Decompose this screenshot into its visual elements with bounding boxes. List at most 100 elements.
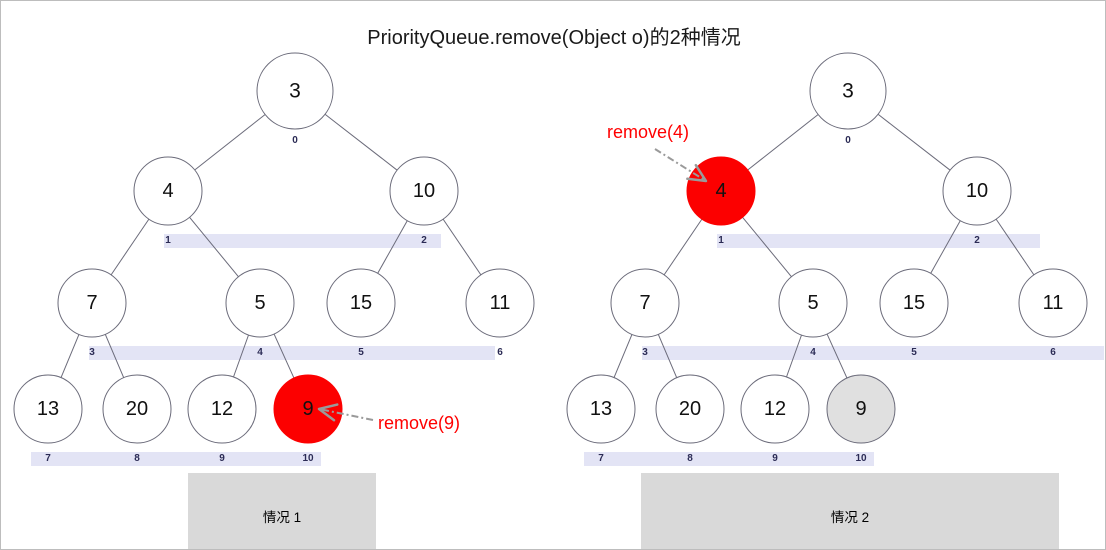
tree-edge xyxy=(273,333,295,379)
tree-node[interactable]: 12 xyxy=(187,374,257,444)
node-value: 13 xyxy=(590,398,612,420)
node-value: 10 xyxy=(413,180,435,202)
node-circle xyxy=(826,374,896,444)
node-value: 3 xyxy=(289,80,301,103)
tree-node[interactable]: 20 xyxy=(655,374,725,444)
node-index-label: 4 xyxy=(810,347,816,358)
node-index-label: 0 xyxy=(292,135,298,146)
node-index-label: 8 xyxy=(134,453,140,464)
tree-node[interactable]: 3 xyxy=(809,52,887,130)
node-index-label: 6 xyxy=(1050,347,1056,358)
index-band xyxy=(89,346,495,360)
node-circle xyxy=(13,374,83,444)
remove-annotation-label: remove(4) xyxy=(607,122,689,142)
node-value: 9 xyxy=(855,398,866,420)
tree-node[interactable]: 11 xyxy=(465,268,535,338)
node-value: 4 xyxy=(162,180,173,202)
node-index-label: 2 xyxy=(974,235,980,246)
tree-edge xyxy=(826,333,848,379)
node-value: 5 xyxy=(807,292,818,314)
node-circle xyxy=(879,268,949,338)
node-index-label: 2 xyxy=(421,235,427,246)
node-value: 11 xyxy=(1043,292,1064,314)
tree-node[interactable]: 3 xyxy=(256,52,334,130)
node-value: 5 xyxy=(254,292,265,314)
tree-edge xyxy=(377,220,408,274)
node-index-label: 5 xyxy=(911,347,917,358)
node-circle xyxy=(326,268,396,338)
node-index-label: 10 xyxy=(302,453,314,464)
tree-node[interactable]: 4 xyxy=(133,156,203,226)
index-band xyxy=(164,234,441,248)
tree-edge xyxy=(995,218,1035,276)
node-value: 15 xyxy=(903,292,925,314)
tree-edge xyxy=(110,218,150,276)
page-title: PriorityQueue.remove(Object o)的2种情况 xyxy=(367,27,741,49)
index-band-group xyxy=(584,234,1104,466)
tree-node[interactable]: 7 xyxy=(57,268,127,338)
tree-node[interactable]: 10 xyxy=(389,156,459,226)
node-circle xyxy=(133,156,203,226)
node-index-label: 3 xyxy=(89,347,95,358)
node-circle xyxy=(57,268,127,338)
node-value: 15 xyxy=(350,292,372,314)
tree-node[interactable]: 7 xyxy=(610,268,680,338)
tree-node[interactable]: 9 xyxy=(826,374,896,444)
tree-edge xyxy=(104,334,125,378)
index-band xyxy=(584,452,874,466)
tree-edge xyxy=(189,216,239,278)
node-index-label: 0 xyxy=(845,135,851,146)
tree-edge xyxy=(930,220,961,274)
node-value: 12 xyxy=(211,398,233,420)
tree-node[interactable]: 13 xyxy=(13,374,83,444)
node-value: 7 xyxy=(639,292,650,314)
tree-node[interactable]: 5 xyxy=(778,268,848,338)
node-circle xyxy=(610,268,680,338)
node-value: 10 xyxy=(966,180,988,202)
tree-edge xyxy=(60,334,80,378)
tree-node[interactable]: 9 xyxy=(273,374,343,444)
arrow-head-icon xyxy=(686,163,708,183)
node-index-label: 3 xyxy=(642,347,648,358)
tree-node[interactable]: 5 xyxy=(225,268,295,338)
tree-node[interactable]: 11 xyxy=(1018,268,1088,338)
tree-node[interactable]: 10 xyxy=(942,156,1012,226)
tree-edge xyxy=(324,113,398,171)
node-circle xyxy=(655,374,725,444)
tree-edge xyxy=(613,334,633,378)
tree-node[interactable]: 13 xyxy=(566,374,636,444)
node-circle xyxy=(740,374,810,444)
edge-group xyxy=(60,113,482,379)
node-value: 20 xyxy=(126,398,148,420)
tree-node[interactable]: 20 xyxy=(102,374,172,444)
tree-edge xyxy=(657,334,678,378)
caption-case-1: 情况 1 删除的是最后一个元素 直接删除即可，不需要调整 xyxy=(188,473,376,549)
tree-edge xyxy=(442,218,482,276)
tree-node[interactable]: 4 xyxy=(686,156,756,226)
tree-node[interactable]: 15 xyxy=(326,268,396,338)
node-index-label: 1 xyxy=(165,235,171,246)
annotation-leader-line xyxy=(654,148,707,182)
tree-node[interactable]: 12 xyxy=(740,374,810,444)
node-circle xyxy=(566,374,636,444)
node-index-label: 7 xyxy=(45,453,51,464)
remove-annotation-label: remove(9) xyxy=(378,413,460,433)
node-value: 20 xyxy=(679,398,701,420)
node-circle xyxy=(686,156,756,226)
tree-edge xyxy=(194,114,266,171)
remove-annotation: remove(4) xyxy=(607,122,708,183)
caption-case-1-heading: 情况 1 xyxy=(262,510,302,525)
node-index-label: 1 xyxy=(718,235,724,246)
node-index-label: 7 xyxy=(598,453,604,464)
tree-edge xyxy=(786,334,802,378)
index-band xyxy=(717,234,1040,248)
index-band-group xyxy=(31,234,495,466)
node-value: 12 xyxy=(764,398,786,420)
node-circle xyxy=(942,156,1012,226)
node-circle xyxy=(225,268,295,338)
tree-node[interactable]: 15 xyxy=(879,268,949,338)
node-circle xyxy=(465,268,535,338)
